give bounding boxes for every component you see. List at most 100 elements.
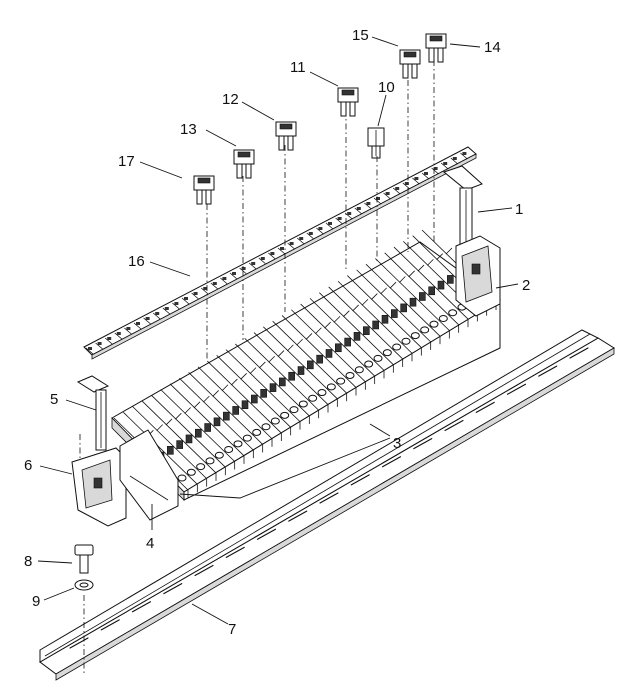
callout-1: 1 (515, 201, 523, 218)
strip-cell-divider (440, 162, 449, 170)
block-fuse-slot (167, 446, 174, 455)
strip-cell-mark (107, 337, 112, 340)
block-fuse-slot (251, 394, 258, 404)
block-top-edge (408, 270, 415, 278)
strip-cell-divider (133, 322, 142, 330)
rail-slots (69, 347, 589, 649)
strip-cell-divider (296, 237, 305, 245)
block-rib (225, 349, 301, 422)
strip-cell-mark (424, 172, 428, 175)
strip-cell-mark (280, 247, 284, 250)
block-screw (186, 468, 196, 476)
strip-cell-divider (364, 202, 372, 210)
block-screw (317, 389, 327, 397)
strip-cell-divider (248, 262, 257, 270)
block-fuse-slot (288, 371, 295, 381)
block-fuse-slot (400, 303, 407, 313)
strip-cell-divider (220, 277, 228, 285)
block-top-edge (212, 390, 219, 397)
block-fuse-slot (195, 428, 202, 438)
strip-cell-divider (152, 312, 161, 320)
strip-cell-mark (251, 262, 256, 265)
rail-slot (475, 401, 495, 413)
block-rib (281, 315, 357, 388)
block-rib (216, 355, 291, 428)
block-top-edge (287, 344, 294, 352)
block-screw (308, 394, 318, 402)
block-top-edge (259, 361, 266, 369)
block-rib (375, 258, 450, 331)
strip-cell-mark (241, 267, 246, 270)
block-screw (205, 457, 215, 465)
block-screw (270, 417, 280, 425)
rail-slot (288, 510, 308, 522)
callout-4: 4 (146, 535, 154, 552)
strip-cell-mark (203, 287, 208, 290)
block-rib (197, 366, 273, 440)
callout-6: 6 (24, 457, 32, 474)
block-screw (373, 354, 383, 362)
block-top-edge (361, 298, 369, 306)
strip-cell-divider (114, 332, 123, 340)
strip-cell-mark (270, 252, 275, 255)
block-top-edge (399, 276, 406, 283)
block-screw (438, 314, 448, 322)
rail-slot (350, 474, 370, 486)
block-rib (300, 303, 375, 377)
block-rib (169, 383, 245, 457)
block-screw (242, 434, 252, 442)
strip-cell-mark (318, 227, 323, 230)
rail-slot (381, 456, 402, 468)
block-rib (151, 394, 226, 468)
block-rib (123, 412, 198, 485)
block-screw (326, 383, 336, 391)
strip-cell-divider (316, 227, 324, 235)
rail-slot (569, 347, 589, 359)
strip-cell-mark (433, 167, 438, 170)
strip-cell-divider (210, 282, 219, 290)
block-top-edge (389, 281, 397, 289)
strip-cell-mark (376, 197, 380, 200)
block-screw (289, 406, 299, 414)
fuse-12 (275, 121, 297, 151)
block-rib (160, 389, 235, 462)
block-top-edge (305, 333, 313, 340)
callout-8: 8 (24, 553, 32, 570)
callout-16: 16 (128, 253, 145, 270)
strip-cell-mark (260, 257, 265, 260)
strip-cell-divider (277, 247, 286, 255)
fuse-17 (193, 175, 215, 205)
block-rib (384, 252, 459, 326)
block-screw (261, 423, 271, 431)
strip-cell-divider (287, 242, 295, 250)
callout-10: 10 (378, 79, 395, 96)
strip-cell-divider (402, 182, 411, 190)
block-screw (364, 360, 374, 368)
strip-cell-divider (229, 272, 238, 280)
strip-cell-divider (258, 257, 267, 265)
strip-cell-mark (222, 277, 227, 280)
strip-cell-mark (328, 222, 332, 225)
block-screw (214, 451, 224, 459)
block-fuse-slot (213, 417, 221, 427)
block-top-edge (343, 310, 350, 317)
callout-7: 7 (228, 621, 236, 638)
block-rib (309, 298, 385, 371)
strip-cell-mark (308, 232, 313, 235)
block-top-edge (445, 247, 453, 255)
block-fuse-slot (279, 377, 286, 387)
block-fuse-slot (297, 366, 305, 375)
strip-cell-mark (193, 292, 198, 295)
callout-3: 3 (393, 435, 401, 452)
block-top-edge (175, 412, 182, 420)
block-screw (280, 411, 290, 419)
strip-cell-mark (184, 297, 188, 300)
block-rib (319, 292, 394, 365)
block-screw (410, 332, 420, 340)
strip-cell-divider (162, 307, 171, 315)
block-top-edge (277, 350, 285, 357)
block-top-edge (184, 407, 191, 414)
strip-cell-mark (337, 217, 342, 220)
callout-12: 12 (222, 91, 239, 108)
block-screw (177, 474, 187, 482)
